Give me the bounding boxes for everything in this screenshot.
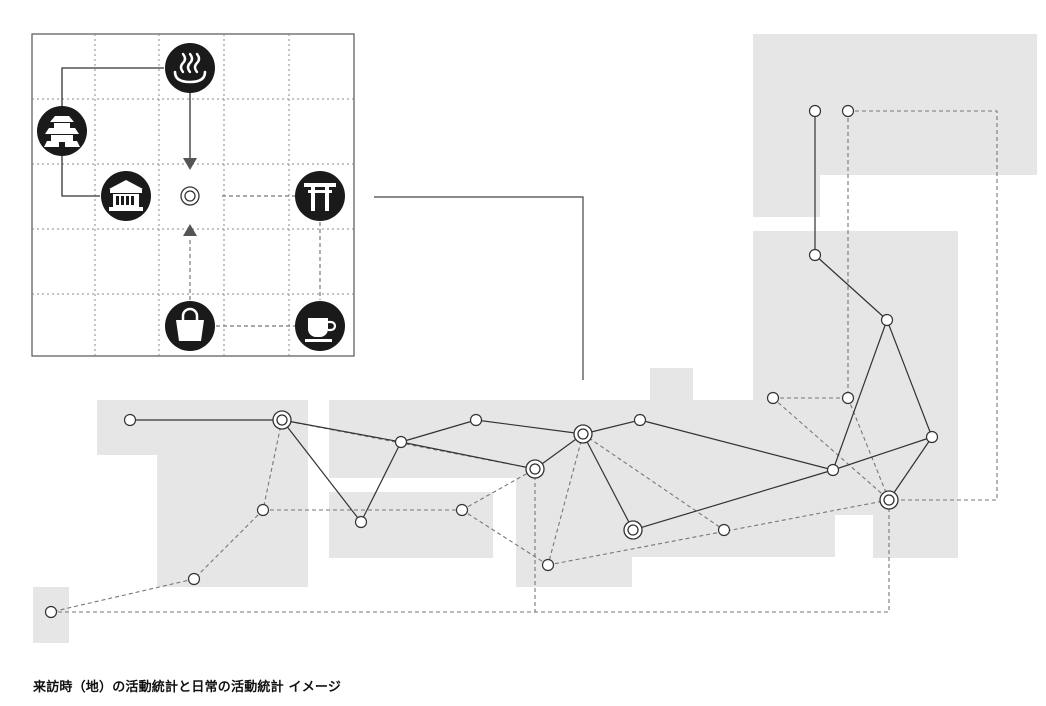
node xyxy=(394,435,408,449)
node xyxy=(455,503,469,517)
shrine-building-icon xyxy=(101,171,151,221)
daily-activity-edges xyxy=(50,110,998,613)
inset-local-activity-panel xyxy=(31,33,355,357)
node xyxy=(123,413,137,427)
node xyxy=(841,391,855,405)
network-nodes xyxy=(44,104,939,619)
node xyxy=(717,523,731,537)
node xyxy=(826,463,840,477)
node xyxy=(925,430,939,444)
hub-nodes xyxy=(272,410,899,540)
node xyxy=(256,503,270,517)
node xyxy=(44,605,58,619)
hub-node xyxy=(623,520,643,540)
region-hokkaido xyxy=(753,34,1037,217)
node xyxy=(541,558,555,572)
node xyxy=(808,104,822,118)
node xyxy=(808,248,822,262)
node xyxy=(469,413,483,427)
node xyxy=(880,313,894,327)
inset-daily-route xyxy=(189,195,321,327)
hub-node xyxy=(879,490,899,510)
shopping-bag-icon xyxy=(165,301,215,351)
node xyxy=(841,104,855,118)
hub-node xyxy=(525,459,545,479)
torii-gate-icon xyxy=(295,171,345,221)
diagram-caption: 来訪時（地）の活動統計と日常の活動統計 イメージ xyxy=(33,680,342,695)
visit-activity-edges xyxy=(130,111,933,531)
node xyxy=(766,391,780,405)
hub-node xyxy=(573,424,593,444)
region-kyushu xyxy=(97,400,308,587)
region-honshu-central xyxy=(516,368,835,587)
region-honshu-west xyxy=(329,400,516,478)
region-shikoku xyxy=(329,492,493,558)
hot-spring-icon xyxy=(165,43,215,93)
hub-node xyxy=(272,410,292,430)
arrow-up-icon xyxy=(183,224,197,236)
inset-leader-line xyxy=(374,196,584,380)
node xyxy=(354,515,368,529)
node xyxy=(633,413,647,427)
inset-center-node xyxy=(180,186,200,206)
map-regions xyxy=(33,34,1037,643)
arrow-down-icon xyxy=(183,158,197,170)
coffee-cup-icon xyxy=(295,301,345,351)
node xyxy=(187,572,201,586)
castle-icon xyxy=(37,106,87,156)
